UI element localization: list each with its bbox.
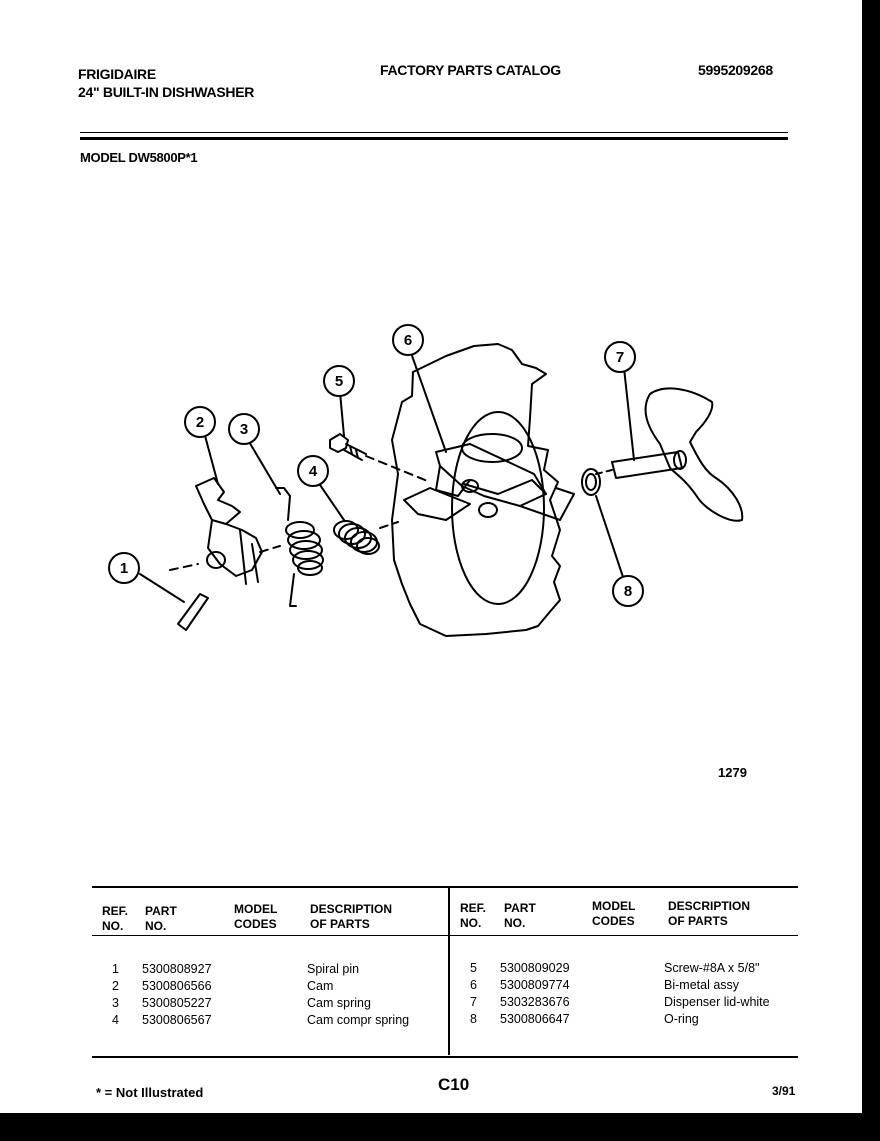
cam-spring xyxy=(275,487,324,607)
row-description: Cam compr spring xyxy=(307,1013,410,1027)
header-rule-thin xyxy=(80,132,788,133)
row-description: Cam spring xyxy=(307,996,371,1010)
model-label: MODEL DW5800P*1 xyxy=(80,150,198,165)
catalog-number: 5995209268 xyxy=(698,62,773,78)
housing-recess xyxy=(451,411,545,605)
catalog-page: FRIGIDAIRE 24" BUILT-IN DISHWASHER FACTO… xyxy=(0,0,862,1113)
callout-label-2: 2 xyxy=(196,414,204,431)
callout-circle-2 xyxy=(184,406,216,438)
table-header-rule xyxy=(92,935,798,936)
row-description: Cam xyxy=(307,979,334,993)
callout-circle-7 xyxy=(604,341,636,373)
row-part-no: 5303283676 xyxy=(500,995,570,1009)
catalog-title: FACTORY PARTS CATALOG xyxy=(380,62,561,78)
row-description: Screw-#8A x 5/8" xyxy=(664,961,760,975)
row-description: Spiral pin xyxy=(307,962,360,976)
row-ref: 6 xyxy=(470,978,477,992)
table-bottom-rule xyxy=(92,1056,798,1058)
col-ref-header-right: REF.NO. xyxy=(460,901,487,930)
row-ref: 2 xyxy=(112,979,119,993)
row-ref: 8 xyxy=(470,1012,477,1026)
spiral-pin xyxy=(177,593,209,631)
revision-date: 3/91 xyxy=(772,1084,796,1098)
dispenser-lid xyxy=(611,451,683,479)
row-ref: 1 xyxy=(112,962,119,976)
cam xyxy=(195,477,241,525)
screw xyxy=(329,433,349,453)
header-rule-thick xyxy=(80,137,788,140)
cam-compression-spring xyxy=(333,520,380,555)
product-name: 24" BUILT-IN DISHWASHER xyxy=(78,84,255,100)
callout-label-4: 4 xyxy=(309,463,318,480)
row-part-no: 5300809774 xyxy=(500,978,570,992)
table-top-rule xyxy=(92,886,798,888)
callout-label-1: 1 xyxy=(120,560,128,577)
row-ref: 7 xyxy=(470,995,477,1009)
callout-label-8: 8 xyxy=(624,583,632,600)
o-ring xyxy=(581,468,601,496)
callout-circle-6 xyxy=(392,324,424,356)
row-ref: 3 xyxy=(112,996,119,1010)
callout-label-3: 3 xyxy=(240,421,248,438)
callout-circle-1 xyxy=(108,552,140,584)
callout-circle-3 xyxy=(228,413,260,445)
row-part-no: 5300806567 xyxy=(142,1013,212,1027)
row-part-no: 5300805227 xyxy=(142,996,212,1010)
page-code: C10 xyxy=(438,1075,470,1094)
callout-circle-8 xyxy=(612,575,644,607)
row-part-no: 5300806566 xyxy=(142,979,212,993)
not-illustrated-note: * = Not Illustrated xyxy=(96,1085,204,1100)
brand-name: FRIGIDAIRE xyxy=(78,66,156,82)
exploded-parts-diagram: 1 2 3 4 5 6 7 8 xyxy=(108,324,744,637)
row-ref: 5 xyxy=(470,961,477,975)
housing-plate xyxy=(391,343,561,637)
row-part-no: 5300808927 xyxy=(142,962,212,976)
callout-circle-4 xyxy=(297,455,329,487)
row-description: Dispenser lid-white xyxy=(664,995,770,1009)
row-part-no: 5300809029 xyxy=(500,961,570,975)
callout-label-7: 7 xyxy=(616,349,624,366)
row-description: Bi-metal assy xyxy=(664,978,740,992)
col-ref-header: REF.NO. xyxy=(102,904,129,933)
callout-circle-5 xyxy=(323,365,355,397)
table-center-divider xyxy=(448,888,450,1055)
callout-label-5: 5 xyxy=(335,373,343,390)
figure-number: 1279 xyxy=(718,765,747,780)
row-ref: 4 xyxy=(112,1013,119,1027)
row-description: O-ring xyxy=(664,1012,699,1026)
row-part-no: 5300806647 xyxy=(500,1012,570,1026)
callout-label-6: 6 xyxy=(404,332,412,349)
